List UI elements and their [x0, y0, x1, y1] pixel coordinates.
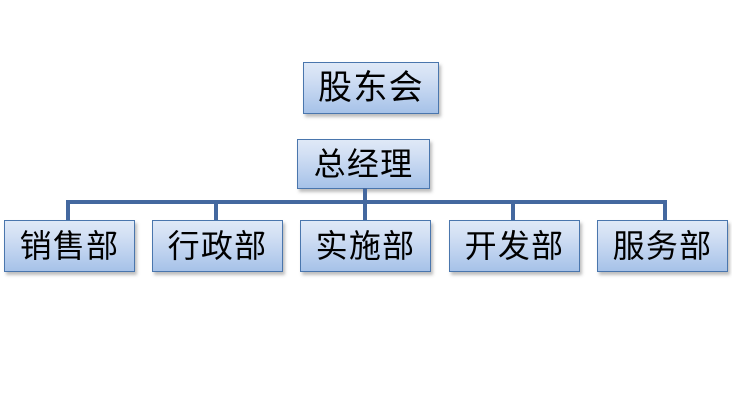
connector-drop-implementation	[363, 200, 367, 221]
node-general-manager[interactable]: 总经理	[297, 139, 430, 189]
connector-drop-sales	[66, 200, 70, 221]
node-implementation-department[interactable]: 实施部	[300, 220, 431, 272]
node-service-department[interactable]: 服务部	[597, 220, 728, 272]
connector-stem-manager	[363, 188, 367, 204]
node-development-department[interactable]: 开发部	[449, 220, 580, 272]
node-shareholders-meeting[interactable]: 股东会	[303, 62, 439, 114]
connector-drop-administration	[214, 200, 218, 221]
connector-drop-development	[511, 200, 515, 221]
connector-drop-service	[663, 200, 667, 221]
node-administration-department[interactable]: 行政部	[152, 220, 283, 272]
node-sales-department[interactable]: 销售部	[4, 220, 135, 272]
